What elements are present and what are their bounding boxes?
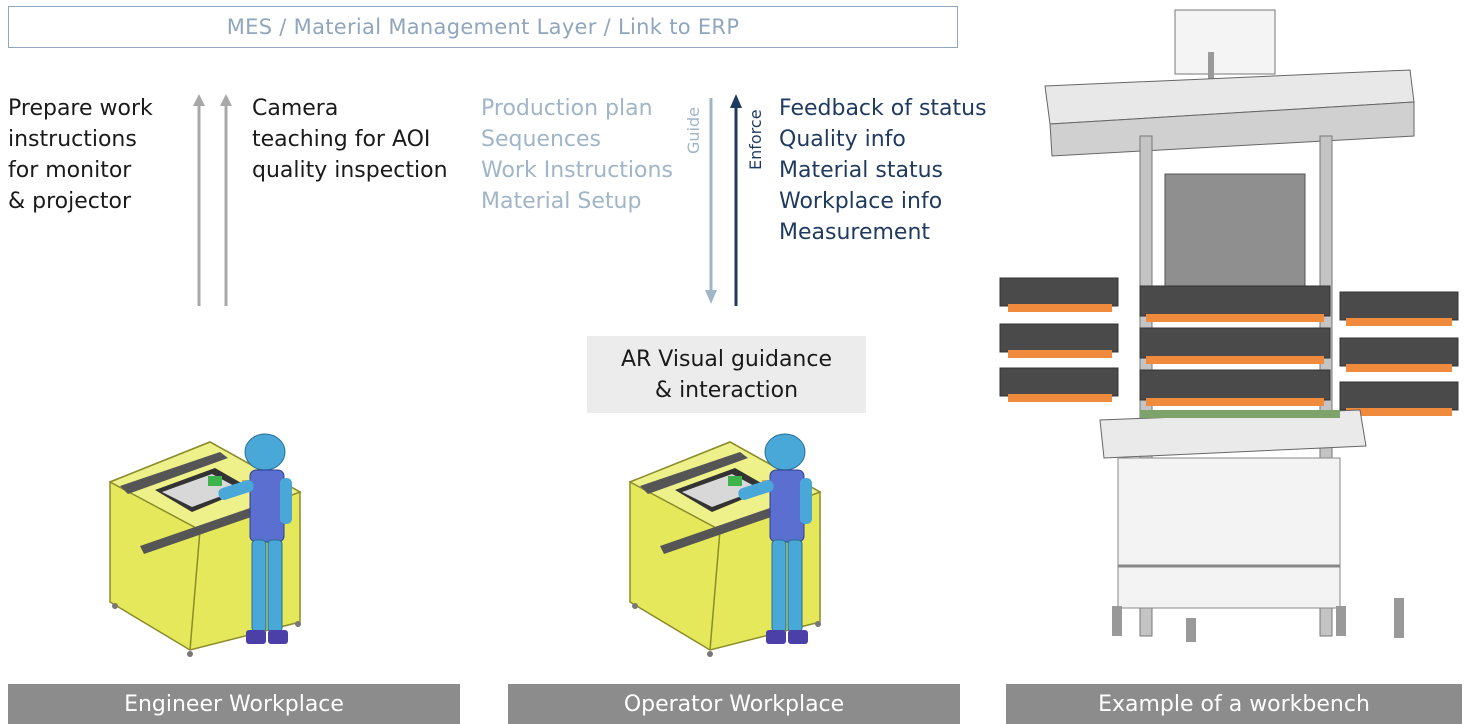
bin-label-strip xyxy=(1146,314,1324,322)
bin-label-strip xyxy=(1008,304,1112,312)
worker-foot xyxy=(268,630,288,644)
enforce-item: Material status xyxy=(779,158,943,183)
table-leg xyxy=(1336,606,1346,636)
enforce-items-list: Feedback of status Quality info Material… xyxy=(779,93,987,248)
bin-label-strip xyxy=(1146,398,1324,406)
engineer-text-line: & projector xyxy=(8,189,132,214)
ar-box-line: AR Visual guidance xyxy=(620,346,833,372)
camera-text-line: Camera xyxy=(252,96,339,121)
mes-banner: MES / Material Management Layer / Link t… xyxy=(8,6,958,48)
worker-arm xyxy=(280,478,292,524)
bin-tray xyxy=(1339,381,1459,411)
up-arrow-head xyxy=(220,94,232,106)
enforce-item: Quality info xyxy=(779,127,906,152)
bin-label-strip xyxy=(1346,318,1452,326)
enforce-item: Measurement xyxy=(779,220,931,245)
enforce-arrow-head xyxy=(730,94,742,108)
engineer-workplace-caption: Engineer Workplace xyxy=(8,684,460,724)
table-leg xyxy=(1394,598,1404,638)
worker-arm xyxy=(800,478,812,524)
worker-torso xyxy=(769,469,805,543)
engineer-text-line: Prepare work xyxy=(8,96,153,121)
bin-tray xyxy=(999,323,1119,353)
monitor xyxy=(1164,173,1306,287)
machine-rail xyxy=(660,508,774,554)
camera-text-line: teaching for AOI xyxy=(252,127,431,152)
worker-leg xyxy=(267,539,283,633)
guide-arrow-head xyxy=(705,290,717,304)
up-arrow-head xyxy=(193,94,205,106)
operator-workplace-caption: Operator Workplace xyxy=(508,684,960,724)
bin-label-strip xyxy=(1008,350,1112,358)
enforce-label: Enforce xyxy=(746,109,765,170)
bin-label-strip xyxy=(1346,408,1452,416)
workbench-caption: Example of a workbench xyxy=(1006,684,1462,724)
bin-label-strip xyxy=(1346,364,1452,372)
bin-tray xyxy=(1139,327,1331,359)
engineer-workplace-illustration xyxy=(108,433,302,657)
bin-tray xyxy=(1339,291,1459,321)
bin-label-strip xyxy=(1146,356,1324,364)
enforce-item: Workplace info xyxy=(779,189,943,214)
machine-rail xyxy=(140,508,254,554)
enforce-item: Feedback of status xyxy=(779,96,987,121)
engineer-text-line: for monitor xyxy=(8,158,132,183)
guide-enforce-arrows xyxy=(705,94,742,306)
table-frame xyxy=(1117,457,1341,609)
machine-foot xyxy=(632,603,638,609)
worker-arm xyxy=(738,480,774,500)
workbench-illustration xyxy=(999,9,1459,642)
operator-workplace-illustration xyxy=(628,433,822,657)
worker-leg xyxy=(787,539,803,633)
ar-guidance-box: AR Visual guidance & interaction xyxy=(587,336,866,413)
guide-item: Sequences xyxy=(481,127,601,152)
machine-component xyxy=(728,476,742,486)
projector-mount xyxy=(1208,52,1214,82)
worker-foot xyxy=(766,630,786,644)
worker-arm xyxy=(218,480,254,500)
camera-teaching-text: Camera teaching for AOI quality inspecti… xyxy=(252,93,448,186)
worker-foot xyxy=(788,630,808,644)
machine-foot xyxy=(112,603,118,609)
machine-foot xyxy=(707,651,713,657)
machine-rail xyxy=(120,452,228,494)
machine-rail xyxy=(640,452,748,494)
guide-item: Material Setup xyxy=(481,189,642,214)
bin-tray xyxy=(1339,337,1459,367)
guide-items-list: Production plan Sequences Work Instructi… xyxy=(481,93,673,217)
bin-tray xyxy=(1139,285,1331,317)
conveyor-rail xyxy=(1140,410,1340,418)
prepare-instructions-text: Prepare work instructions for monitor & … xyxy=(8,93,153,217)
machine-foot xyxy=(815,621,821,627)
worker-leg xyxy=(251,539,267,633)
ar-box-line: & interaction xyxy=(654,377,799,403)
guide-item: Production plan xyxy=(481,96,653,121)
worker-foot xyxy=(246,630,266,644)
table-leg xyxy=(1186,618,1196,642)
engineer-text-line: instructions xyxy=(8,127,137,152)
worker-helmet xyxy=(764,433,806,471)
worker-torso xyxy=(249,469,285,543)
machine-edge xyxy=(709,529,721,651)
machine-component xyxy=(208,476,222,486)
bin-tray xyxy=(999,277,1119,307)
machine-foot xyxy=(295,621,301,627)
machine-foot xyxy=(187,651,193,657)
bin-tray xyxy=(1139,369,1331,401)
projector-box xyxy=(1174,9,1276,75)
worker-helmet xyxy=(244,433,286,471)
machine-edge xyxy=(189,529,201,651)
engineer-upload-arrows xyxy=(193,94,232,306)
camera-text-line: quality inspection xyxy=(252,158,448,183)
table-leg xyxy=(1112,606,1122,636)
bin-label-strip xyxy=(1008,394,1112,402)
worker-leg xyxy=(771,539,787,633)
bin-tray xyxy=(999,367,1119,397)
guide-item: Work Instructions xyxy=(481,158,673,183)
